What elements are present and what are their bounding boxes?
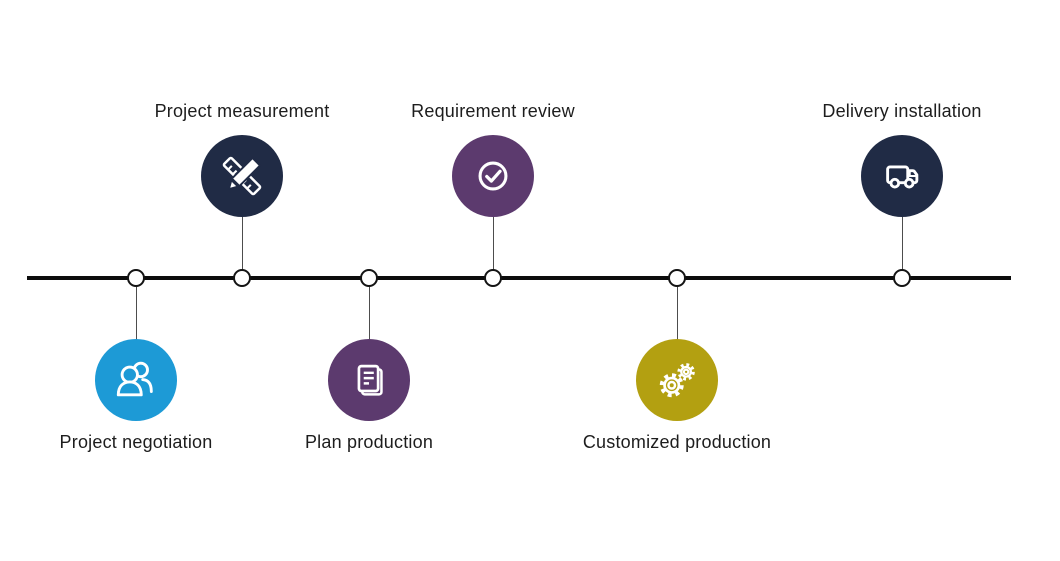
step-circle <box>452 135 534 217</box>
gears-icon <box>659 363 695 398</box>
connector-line <box>368 286 370 342</box>
step-label: Project negotiation <box>59 432 213 452</box>
connector-line <box>676 286 678 342</box>
connector-line <box>901 215 903 271</box>
step-circle <box>201 135 283 217</box>
step-label: Delivery installation <box>822 101 982 121</box>
connector-line <box>241 215 243 271</box>
timeline-axis <box>27 276 1011 280</box>
timeline-node <box>668 269 686 287</box>
timeline-node <box>360 269 378 287</box>
step-circle <box>861 135 943 217</box>
timeline-node <box>127 269 145 287</box>
step-circle <box>95 339 177 421</box>
step-circle <box>636 339 718 421</box>
connector-line <box>492 215 494 271</box>
step-circle <box>328 339 410 421</box>
check-circle-icon <box>478 161 508 191</box>
step-label: Project measurement <box>154 101 330 121</box>
truck-icon <box>886 165 919 189</box>
connector-line <box>135 286 137 342</box>
ruler-pencil-icon <box>222 156 262 196</box>
document-icon <box>357 364 383 396</box>
step-label: Requirement review <box>411 101 575 121</box>
timeline-node <box>233 269 251 287</box>
timeline-node <box>484 269 502 287</box>
step-label: Plan production <box>304 432 434 452</box>
timeline-node <box>893 269 911 287</box>
step-label: Customized production <box>582 432 772 452</box>
users-icon <box>116 361 153 397</box>
